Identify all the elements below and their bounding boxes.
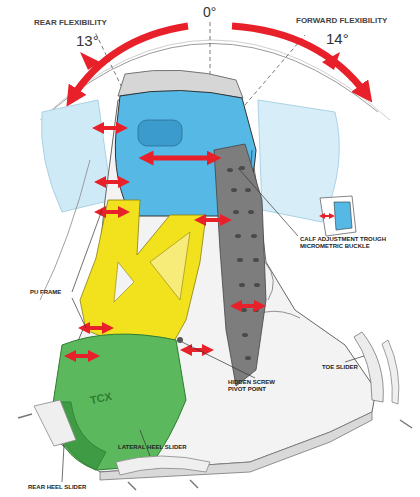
angle-line — [245, 35, 305, 105]
screw — [400, 420, 412, 428]
screw — [190, 480, 198, 488]
angle-value: 13° — [76, 32, 99, 49]
flex-arrow-fin — [322, 52, 340, 70]
perforation — [233, 210, 239, 214]
flex-arrow-fin — [80, 52, 100, 70]
perforation — [253, 308, 259, 312]
leader-line — [72, 298, 86, 328]
motion-arrow — [200, 218, 226, 222]
motion-arrow — [100, 180, 124, 184]
angle-value: 0° — [203, 4, 216, 20]
motion-arrow — [70, 354, 94, 358]
motion-arrow — [100, 210, 124, 214]
inset-calf — [334, 202, 352, 230]
inset-arrow — [322, 215, 332, 217]
motion-arrow — [186, 348, 208, 352]
inset-sketch — [320, 196, 356, 236]
perforation — [231, 188, 237, 192]
pu-frame — [80, 200, 206, 345]
heel-cup — [52, 334, 186, 470]
perforation — [254, 283, 260, 287]
calf-buckle-slot — [138, 120, 182, 146]
leader-line — [72, 210, 102, 292]
part-label: PU FRAME — [30, 289, 61, 296]
screw — [18, 414, 32, 418]
loose-slider — [34, 400, 76, 446]
perforation — [251, 234, 257, 238]
part-label: FORWARD FLEXIBILITY — [296, 16, 387, 25]
part-label: CALF ADJUSTMENT TROUGH MICROMETRIC BUCKL… — [300, 236, 396, 250]
brand-mark: TCX — [89, 390, 113, 407]
perforation — [253, 258, 259, 262]
part-label: HIDDEN SCREW PIVOT POINT — [228, 379, 284, 393]
motion-arrow — [236, 304, 260, 308]
perforation — [237, 258, 243, 262]
part-label: TOE SLIDER — [322, 364, 358, 371]
leader-line — [140, 430, 150, 456]
perforation — [245, 188, 251, 192]
perforation — [239, 166, 245, 170]
perforation — [235, 234, 241, 238]
part-label: REAR HEEL SLIDER — [28, 484, 86, 491]
perforation — [241, 308, 247, 312]
angle-value: 14° — [326, 30, 349, 47]
screw — [128, 482, 136, 490]
leader-line — [345, 356, 364, 362]
perforation — [242, 333, 248, 337]
toe-slider — [354, 332, 383, 402]
motion-arrow — [146, 156, 214, 161]
ghost-shaft — [41, 100, 112, 212]
flex-arrow — [232, 26, 366, 94]
perforation — [227, 168, 233, 172]
perforations — [227, 166, 260, 360]
motion-arrow — [84, 326, 108, 330]
perforation — [239, 283, 245, 287]
perforation — [248, 210, 254, 214]
loose-slider — [382, 340, 399, 404]
lace-line — [265, 262, 273, 300]
leader-line — [238, 168, 298, 236]
part-label: REAR FLEXIBILITY — [34, 18, 107, 27]
part-label: LATERAL HEEL SLIDER — [118, 444, 187, 451]
sketch-line — [40, 160, 90, 300]
loose-slider — [116, 456, 210, 475]
frame-cutout — [114, 262, 134, 302]
leader-line — [62, 445, 64, 482]
leader-line — [182, 342, 255, 378]
perforated-panel — [214, 144, 266, 386]
motion-arrow — [98, 126, 122, 130]
frame-cutout — [150, 232, 190, 300]
perforation — [245, 356, 251, 360]
